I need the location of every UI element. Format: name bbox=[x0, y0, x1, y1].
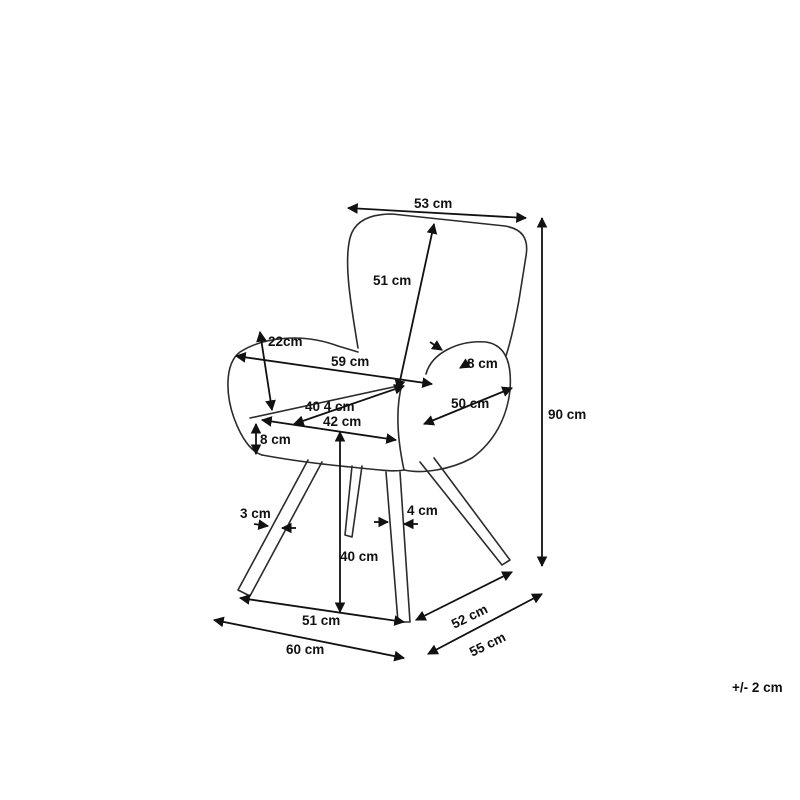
dim-line-back-width bbox=[346, 203, 528, 223]
label-back-width: 53 cm bbox=[414, 196, 452, 211]
dim-line-arm-depth bbox=[423, 386, 513, 426]
label-leg-front-thickness: 3 cm bbox=[240, 506, 271, 521]
dim-line-total-width bbox=[212, 616, 406, 662]
chair-leg-back-right bbox=[419, 457, 511, 566]
chair-leg-back-left bbox=[344, 465, 363, 538]
dim-line-seat-depth bbox=[260, 416, 398, 444]
label-seat-depth: 42 cm bbox=[323, 414, 361, 429]
label-seat-thickness: 8 cm bbox=[260, 432, 291, 447]
dimension-lines bbox=[212, 203, 548, 662]
dim-line-total-depth bbox=[427, 593, 543, 655]
label-total-width: 60 cm bbox=[286, 642, 324, 657]
label-leg-side-thickness: 4 cm bbox=[407, 503, 438, 518]
label-arm-depth: 50 cm bbox=[451, 396, 489, 411]
label-arm-width: 8 cm bbox=[467, 356, 498, 371]
dim-line-back-height bbox=[394, 222, 438, 392]
chair-leg-front-left bbox=[237, 459, 323, 597]
dim-line-arm-width bbox=[429, 340, 443, 351]
label-base-depth: 52 cm bbox=[449, 601, 490, 631]
label-total-height: 90 cm bbox=[548, 407, 586, 422]
label-base-width: 51 cm bbox=[302, 613, 340, 628]
dim-line-arm-width-2 bbox=[459, 358, 472, 369]
chair-leg-front-right bbox=[385, 471, 411, 623]
label-seat-diag: 40 4 cm bbox=[305, 399, 355, 414]
label-tolerance: +/- 2 cm bbox=[732, 680, 783, 695]
label-seat-height: 40 cm bbox=[340, 549, 378, 564]
label-seat-width: 59 cm bbox=[331, 354, 369, 369]
label-armrest-height: 22cm bbox=[268, 334, 303, 349]
dimension-labels: 53 cm 51 cm 22cm 59 cm 8 cm 50 cm 40 4 c… bbox=[240, 196, 783, 695]
label-total-depth: 55 cm bbox=[467, 629, 508, 659]
label-back-height: 51 cm bbox=[373, 273, 411, 288]
dim-line-seat-width bbox=[234, 352, 434, 388]
dim-line-leg-front-thickness-a bbox=[253, 519, 270, 530]
